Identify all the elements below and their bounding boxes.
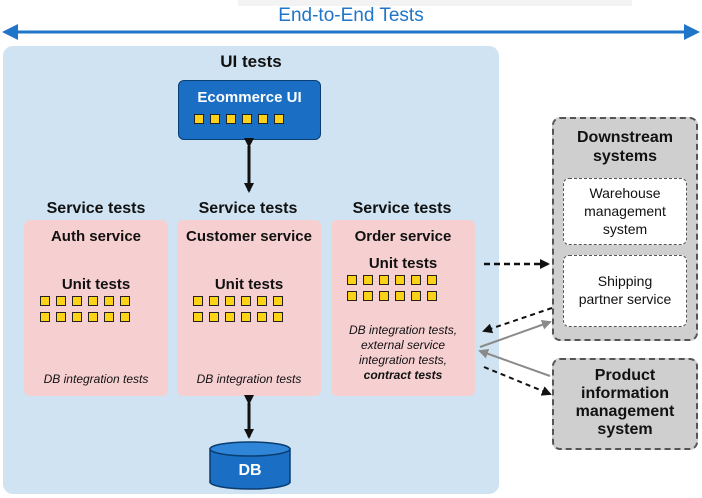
downstream-systems-title: Downstream systems <box>552 128 698 166</box>
unit-test-square <box>395 291 405 301</box>
unit-test-square <box>363 275 373 285</box>
unit-test-square <box>193 312 203 322</box>
auth-db-integration-note: DB integration tests <box>43 372 149 386</box>
order-to-pim-arrow <box>483 366 552 396</box>
order-note-contract-tests: contract tests <box>363 368 443 382</box>
order-service-name: Order service <box>354 228 452 245</box>
pim-line-1: Product <box>594 367 656 384</box>
end-to-end-arrow <box>2 24 700 40</box>
pim-line-4: system <box>597 421 653 438</box>
customer-unit-tests-label: Unit tests <box>214 276 284 293</box>
order-note-line-1: DB integration tests, <box>348 323 458 337</box>
unit-test-square <box>411 291 421 301</box>
unit-test-square <box>363 291 373 301</box>
unit-test-square <box>120 296 130 306</box>
downstream-title-line-1: Downstream <box>576 129 674 146</box>
shipping-line-1: Shipping <box>597 273 653 289</box>
unit-test-square <box>395 275 405 285</box>
service-tests-title-order: Service tests <box>352 200 452 217</box>
warehouse-management-text: Warehouse management system <box>563 184 687 238</box>
product-information-management-box <box>552 358 698 450</box>
unit-test-square <box>72 296 82 306</box>
order-service-box <box>331 220 475 396</box>
shipping-line-2: partner service <box>578 291 672 307</box>
order-unit-tests-label: Unit tests <box>368 255 438 272</box>
order-note-line-3: integration tests, <box>358 353 448 367</box>
unit-test-square <box>72 312 82 322</box>
unit-test-square <box>427 275 437 285</box>
unit-test-square <box>273 312 283 322</box>
unit-test-square <box>193 296 203 306</box>
unit-test-square <box>427 291 437 301</box>
service-tests-title-customer: Service tests <box>198 200 298 217</box>
shipping-to-order-arrow <box>482 307 553 334</box>
customer-db-integration-note: DB integration tests <box>196 372 302 386</box>
customer-service-name: Customer service <box>186 228 312 245</box>
end-to-end-tests-label: End-to-End Tests <box>278 5 424 26</box>
pim-line-3: management <box>575 403 675 420</box>
pim-line-2: information <box>581 385 669 402</box>
unit-test-square <box>40 312 50 322</box>
customer-service-box <box>177 220 321 396</box>
unit-test-square <box>209 312 219 322</box>
unit-test-square <box>88 296 98 306</box>
warehouse-line-3: system <box>602 221 648 237</box>
warehouse-line-1: Warehouse <box>589 185 661 201</box>
ecommerce-test-square <box>194 114 204 124</box>
unit-test-square <box>209 296 219 306</box>
unit-test-square <box>88 312 98 322</box>
unit-test-square <box>257 296 267 306</box>
unit-test-square <box>241 312 251 322</box>
database-label: DB <box>238 462 262 479</box>
auth-service-name: Auth service <box>50 228 142 245</box>
downstream-title-line-2: systems <box>592 148 658 165</box>
ecommerce-test-square <box>226 114 236 124</box>
pim-to-order-contract-arrow <box>478 348 551 377</box>
order-note-line-2: external service <box>360 338 446 352</box>
order-notes: DB integration tests, external service i… <box>331 323 475 383</box>
ecommerce-test-square <box>258 114 268 124</box>
order-to-shipping-contract-arrow <box>479 319 552 348</box>
unit-test-square <box>379 291 389 301</box>
shipping-partner-text: Shipping partner service <box>563 272 687 308</box>
unit-test-square <box>120 312 130 322</box>
title-bar-background <box>238 0 632 6</box>
auth-unit-tests-label: Unit tests <box>61 276 131 293</box>
product-information-management-text: Product information management system <box>552 367 698 439</box>
unit-test-square <box>241 296 251 306</box>
unit-test-square <box>104 296 114 306</box>
ecommerce-test-square <box>242 114 252 124</box>
unit-test-square <box>225 312 235 322</box>
ecommerce-ui-label: Ecommerce UI <box>197 89 302 106</box>
shipping-partner-box <box>563 255 687 327</box>
unit-test-square <box>56 312 66 322</box>
ui-tests-title: UI tests <box>220 52 282 71</box>
unit-test-square <box>347 275 357 285</box>
unit-test-square <box>40 296 50 306</box>
auth-service-box <box>24 220 168 396</box>
unit-test-square <box>347 291 357 301</box>
unit-test-square <box>273 296 283 306</box>
unit-test-square <box>104 312 114 322</box>
unit-test-square <box>411 275 421 285</box>
service-tests-title-auth: Service tests <box>46 200 146 217</box>
warehouse-line-2: management <box>584 203 666 219</box>
database-cylinder <box>209 441 291 490</box>
unit-test-square <box>257 312 267 322</box>
warehouse-management-box <box>563 178 687 245</box>
ecommerce-test-square <box>274 114 284 124</box>
unit-test-square <box>56 296 66 306</box>
unit-test-square <box>379 275 389 285</box>
unit-test-square <box>225 296 235 306</box>
ecommerce-test-square <box>210 114 220 124</box>
